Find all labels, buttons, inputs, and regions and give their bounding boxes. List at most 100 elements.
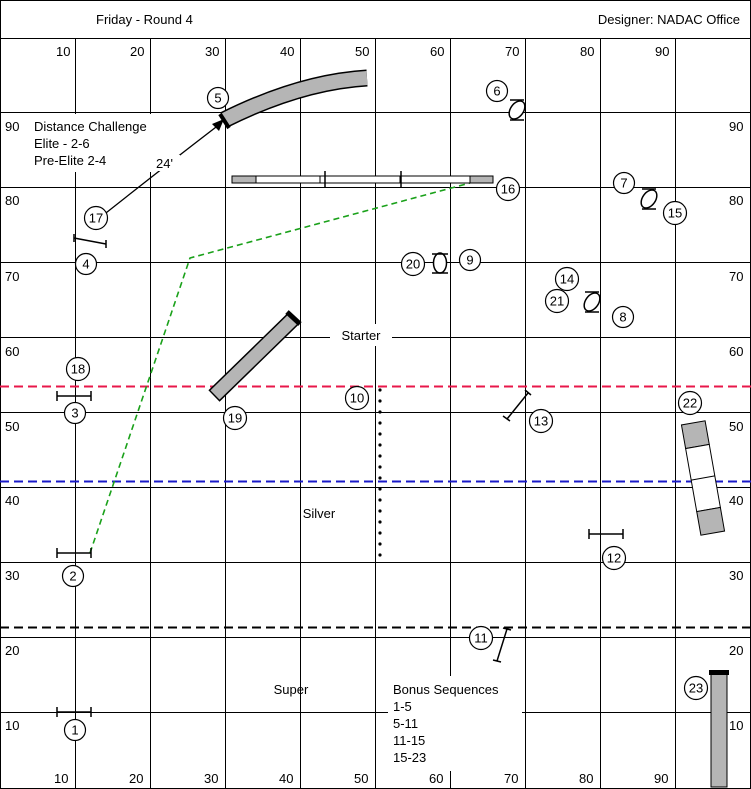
x-label: 40	[279, 771, 293, 786]
svg-text:10: 10	[350, 391, 364, 406]
obstacle-number-8: 8	[611, 305, 635, 329]
svg-text:14: 14	[560, 272, 574, 287]
obstacle-number-10: 10	[344, 385, 370, 411]
y-label: 10	[729, 718, 743, 733]
svg-text:15: 15	[668, 206, 682, 221]
obstacle-number-23: 23	[683, 675, 709, 701]
jump-1	[56, 707, 92, 717]
y-label: 20	[729, 643, 743, 658]
obstacle-number-20: 20	[400, 251, 426, 277]
starter-label: Starter	[341, 328, 381, 343]
obstacle-number-5: 5	[206, 86, 230, 110]
tire-6	[508, 99, 526, 121]
x-label: 10	[54, 771, 68, 786]
svg-text:3: 3	[71, 406, 78, 421]
svg-text:13: 13	[534, 414, 548, 429]
bonus-box-bg	[388, 676, 522, 771]
y-label: 90	[729, 119, 743, 134]
svg-text:17: 17	[89, 211, 103, 226]
obstacle-number-16: 16	[495, 176, 521, 202]
tire-obstacles	[432, 99, 658, 313]
y-label: 90	[5, 119, 19, 134]
x-label: 40	[280, 44, 294, 59]
svg-text:4: 4	[82, 257, 89, 272]
jump-12	[588, 529, 624, 539]
tunnel-19-obstacle	[208, 310, 302, 402]
jump-obstacles	[56, 234, 624, 717]
obstacle-number-18: 18	[65, 356, 91, 382]
svg-text:12: 12	[607, 551, 621, 566]
svg-text:19: 19	[228, 411, 242, 426]
designer-label: Designer: NADAC Office	[598, 12, 740, 27]
obstacle-number-11: 11	[468, 625, 494, 651]
y-label: 60	[5, 344, 19, 359]
obstacle-number-12: 12	[601, 545, 627, 571]
distance-label-bg	[152, 155, 180, 171]
distance-arrow	[91, 123, 221, 225]
y-label: 30	[5, 568, 19, 583]
x-label: 60	[429, 771, 443, 786]
obstacle-number-19: 19	[222, 405, 248, 431]
distance-challenge-title: Distance Challenge	[34, 119, 147, 134]
svg-text:9: 9	[466, 253, 473, 268]
y-label: 80	[729, 193, 743, 208]
obstacle-number-13: 13	[528, 408, 554, 434]
bonus-item: 5-11	[393, 716, 418, 731]
x-label: 80	[579, 771, 593, 786]
x-label: 20	[130, 44, 144, 59]
arrow-head	[212, 119, 224, 131]
svg-text:7: 7	[620, 176, 627, 191]
obstacle-number-9: 9	[458, 248, 482, 272]
grid-lines	[0, 38, 751, 789]
starter-label-bg	[330, 324, 392, 346]
jump-2	[56, 548, 92, 558]
svg-text:6: 6	[493, 84, 500, 99]
aframe-obstacle	[680, 420, 726, 536]
obstacle-number-2: 2	[61, 564, 85, 588]
x-label: 30	[204, 771, 218, 786]
x-label: 20	[129, 771, 143, 786]
y-label: 70	[729, 269, 743, 284]
obstacle-number-15: 15	[662, 200, 688, 226]
distance-label: 24'	[156, 156, 173, 171]
y-label: 50	[729, 419, 743, 434]
x-label: 90	[655, 44, 669, 59]
svg-text:23: 23	[689, 681, 703, 696]
dog-walk-obstacle	[231, 171, 494, 188]
x-label: 30	[205, 44, 219, 59]
obstacle-number-4: 4	[74, 252, 98, 276]
obstacle-number-14: 14	[554, 266, 580, 292]
svg-text:11: 11	[474, 631, 488, 646]
y-label: 40	[5, 493, 19, 508]
y-label: 10	[5, 718, 19, 733]
x-label: 50	[355, 44, 369, 59]
x-label: 50	[354, 771, 368, 786]
svg-text:5: 5	[214, 91, 221, 106]
tire-9	[432, 252, 448, 274]
x-label: 80	[580, 44, 594, 59]
distance-challenge-pre-elite: Pre-Elite 2-4	[34, 153, 106, 168]
tire-8	[583, 291, 601, 313]
x-axis-top-labels: 10 20 30 40 50 60 70 80 90	[56, 44, 669, 59]
bonus-item: 11-15	[393, 733, 425, 748]
x-label: 90	[654, 771, 668, 786]
silver-label: Silver	[303, 506, 336, 521]
jump-13	[502, 389, 532, 422]
bonus-title: Bonus Sequences	[393, 682, 499, 697]
distance-challenge-elite: Elite - 2-6	[34, 136, 90, 151]
x-label: 70	[505, 44, 519, 59]
obstacle-number-1: 1	[63, 718, 87, 742]
svg-text:1: 1	[71, 723, 78, 738]
svg-text:16: 16	[501, 182, 515, 197]
obstacle-number-7: 7	[612, 171, 636, 195]
y-label: 70	[5, 269, 19, 284]
x-label: 10	[56, 44, 70, 59]
jump-3	[56, 391, 92, 401]
distance-challenge-line	[89, 182, 471, 554]
svg-text:8: 8	[619, 310, 626, 325]
tunnel-fill	[220, 71, 368, 127]
obstacle-number-6: 6	[485, 79, 509, 103]
svg-text:22: 22	[683, 396, 697, 411]
x-label: 70	[504, 771, 518, 786]
